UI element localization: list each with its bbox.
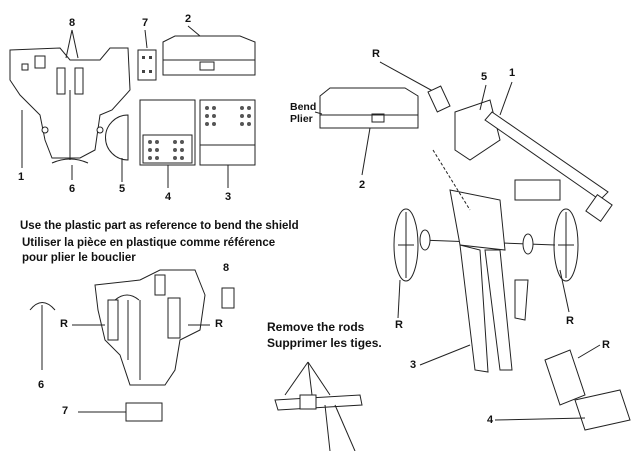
part-label-5: 5 — [119, 183, 126, 195]
rod-label-wheel-right: R — [566, 315, 574, 327]
bend-label-en: Bend — [290, 101, 317, 113]
part-label-3-right: 3 — [410, 359, 417, 371]
part-label-6-lower: 6 — [38, 379, 45, 391]
bend-label-fr: Plier — [290, 113, 313, 125]
part-label-2-right: 2 — [359, 179, 366, 191]
bend-instruction-en: Use the plastic part as reference to ben… — [20, 220, 299, 232]
part-2-plate — [162, 35, 256, 76]
part-label-2: 2 — [185, 13, 192, 25]
rod-label-right: R — [215, 318, 223, 330]
part-6-axle — [51, 112, 89, 164]
part-label-8: 8 — [69, 17, 76, 29]
rods-instruction-en: Remove the rods — [267, 320, 365, 334]
bend-instruction-fr-1: Utiliser la pièce en plastique comme réf… — [22, 237, 276, 249]
part-label-4-right: 4 — [487, 414, 494, 426]
rod-label-shield: R — [602, 339, 610, 351]
part-label-6: 6 — [69, 183, 76, 195]
part-7-small-plate — [137, 49, 157, 81]
part-label-5-right: 5 — [481, 71, 488, 83]
part-label-1: 1 — [18, 171, 25, 183]
part-label-7: 7 — [142, 17, 149, 29]
rod-label-wheel-left: R — [395, 319, 403, 331]
part-label-8-lower: 8 — [223, 262, 230, 274]
rods-instruction-fr: Supprimer les tiges. — [267, 336, 382, 350]
leader-lines — [21, 25, 229, 188]
part-1-shield-sheet — [9, 47, 131, 159]
part-3-perforated-plate — [199, 99, 256, 166]
shield-bending-assembly — [29, 269, 235, 422]
part-5-half-disc — [105, 114, 129, 161]
part-label-3: 3 — [225, 191, 232, 203]
part-label-7-lower: 7 — [62, 405, 69, 417]
rod-label-left: R — [60, 318, 68, 330]
gun-assembly — [379, 61, 631, 431]
bend-instruction-fr-2: pour plier le bouclier — [22, 252, 136, 264]
part-label-1-right: 1 — [509, 67, 516, 79]
bend-reference-plate — [314, 87, 419, 176]
part-4-perforated-plate — [139, 99, 196, 166]
rod-label-top: R — [372, 48, 380, 60]
part-label-4: 4 — [165, 191, 172, 203]
rods-removal-detail — [274, 361, 363, 451]
